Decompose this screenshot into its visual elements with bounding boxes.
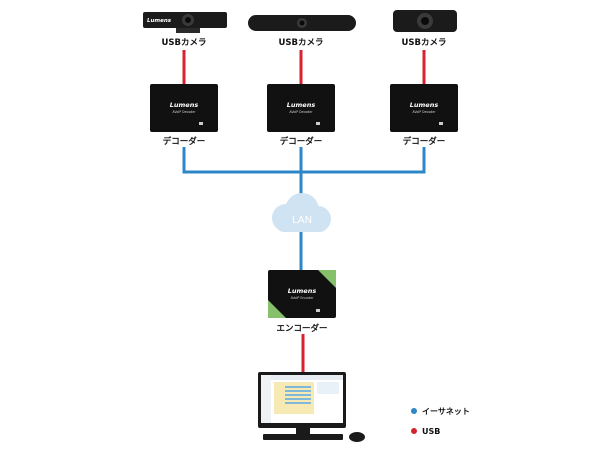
encoder-accent-bottom (268, 300, 286, 318)
decoder-1: Lumens AVoIP Decoder デコーダー (150, 84, 218, 147)
screen-rows (285, 386, 311, 404)
decoder-brand: Lumens (410, 101, 439, 109)
decoder-label: デコーダー (403, 136, 446, 147)
camera-label: USBカメラ (161, 38, 206, 48)
encoder-brand: Lumens (288, 287, 317, 295)
decoder-model: AVoIP Decoder (172, 110, 196, 114)
camera-mount (176, 28, 200, 33)
decoder-model: AVoIP Decoder (289, 110, 313, 114)
decoder-model: AVoIP Decoder (412, 110, 436, 114)
decoder-label: デコーダー (280, 136, 323, 147)
encoder-label: エンコーダー (276, 323, 327, 334)
decoder-brand: Lumens (170, 101, 199, 109)
decoder-box (150, 84, 218, 132)
camera-lens-center (185, 17, 191, 23)
camera-lens-center (421, 17, 429, 25)
encoder-port (316, 309, 320, 312)
decoder-port (316, 122, 320, 125)
usb-camera-1: Lumens USBカメラ (143, 12, 227, 48)
camera-label: USBカメラ (278, 38, 323, 48)
decoder-brand: Lumens (287, 101, 316, 109)
decoder-port (199, 122, 203, 125)
legend-usb-swatch (411, 428, 417, 434)
legend: イーサネット USB (411, 406, 470, 436)
monitor-stand (296, 428, 310, 434)
screen-sidebar (261, 375, 271, 423)
encoder-accent-top (318, 270, 336, 288)
decoder-box (390, 84, 458, 132)
screen-chart (317, 382, 339, 394)
usb-connections (182, 50, 426, 372)
encoder: Lumens AVoIP Encoder エンコーダー (268, 270, 336, 334)
keyboard (263, 434, 343, 440)
usb-camera-3: USBカメラ (393, 10, 457, 48)
ethernet-bus (182, 147, 426, 174)
camera-label: USBカメラ (401, 38, 446, 48)
decoder-3: Lumens AVoIP Decoder デコーダー (390, 84, 458, 147)
encoder-model: AVoIP Encoder (291, 296, 314, 300)
ethernet-connections (182, 147, 426, 270)
legend-ethernet-swatch (411, 408, 417, 414)
decoder-label: デコーダー (163, 136, 206, 147)
mouse-icon (349, 432, 365, 442)
screen-toolbar (271, 375, 343, 380)
usb-camera-2: USBカメラ (248, 15, 356, 48)
computer (258, 372, 365, 442)
encoder-box (268, 270, 336, 318)
camera-lens-center (299, 20, 305, 26)
cloud-icon (272, 193, 331, 232)
decoder-port (439, 122, 443, 125)
camera-brand: Lumens (147, 18, 172, 24)
decoder-2: Lumens AVoIP Decoder デコーダー (267, 84, 335, 147)
decoder-box (267, 84, 335, 132)
legend-ethernet-label: イーサネット (422, 406, 470, 416)
legend-usb-label: USB (422, 427, 440, 436)
lan-label: LAN (292, 215, 312, 226)
lan-cloud: LAN (272, 193, 331, 232)
